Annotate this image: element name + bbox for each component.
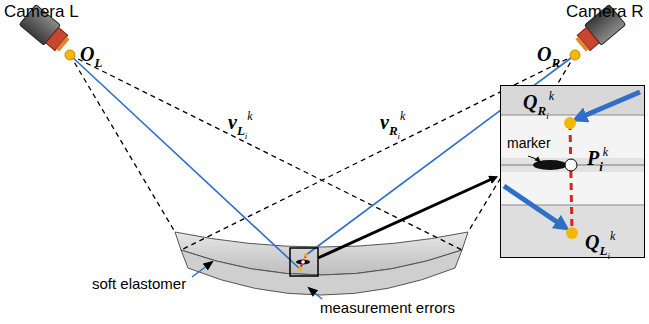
inset-box: QRikmarkerPikQLik xyxy=(500,85,645,258)
math-glyph: k xyxy=(603,145,608,159)
measured-point xyxy=(566,227,578,239)
leader-line xyxy=(309,288,322,299)
optical-center xyxy=(65,50,75,60)
math-glyph: v xyxy=(228,111,237,133)
math-glyph: k xyxy=(610,229,615,243)
ray-arrow xyxy=(504,186,563,226)
math-glyph: k xyxy=(247,109,252,123)
point-label: QRik xyxy=(523,92,554,112)
zoom-box xyxy=(290,248,318,276)
camera-lens xyxy=(577,27,599,50)
inset-ground xyxy=(500,85,645,257)
point xyxy=(304,253,308,257)
math-glyph: O xyxy=(537,43,551,65)
math-glyph: k xyxy=(400,109,405,123)
point xyxy=(301,260,305,264)
math-glyph: L xyxy=(94,55,102,70)
ray-label: vLik xyxy=(228,112,253,132)
math-glyph: i xyxy=(398,131,401,141)
ray-label: vRik xyxy=(380,112,405,132)
leader-line xyxy=(528,156,540,162)
math-glyph: i xyxy=(607,251,610,261)
marker-dot xyxy=(296,260,310,265)
band-edge xyxy=(500,114,645,115)
inset-illustration xyxy=(500,85,645,257)
optical-center-label: OL xyxy=(80,44,102,64)
band-edge xyxy=(500,204,645,205)
zoom-arrow xyxy=(318,178,494,258)
math-glyph: L xyxy=(237,123,245,138)
camera-lens xyxy=(46,27,68,50)
ray-arrow xyxy=(579,92,640,118)
math-glyph: Q xyxy=(585,231,599,253)
math-glyph: Q xyxy=(523,91,537,113)
camera-name: Camera R xyxy=(566,3,643,22)
optical-center-label: OR xyxy=(537,44,560,64)
part-label: measurement errors xyxy=(320,300,455,317)
point-label: Pik xyxy=(587,148,608,168)
math-glyph: P xyxy=(587,147,599,169)
math-glyph: O xyxy=(80,43,94,65)
leader-line xyxy=(192,262,212,277)
marker-point xyxy=(565,159,577,171)
part-label: marker xyxy=(507,136,551,151)
marker-dot xyxy=(533,160,567,170)
optical-center xyxy=(570,50,580,60)
math-glyph: v xyxy=(380,111,389,133)
ray-left xyxy=(70,55,300,269)
part-label: soft elastomer xyxy=(92,276,186,293)
error-line xyxy=(300,255,306,269)
camera-name: Camera L xyxy=(4,3,79,22)
math-glyph: i xyxy=(245,131,248,141)
math-glyph: R xyxy=(537,103,546,118)
math-glyph: i xyxy=(599,159,603,174)
error-line xyxy=(570,123,572,233)
math-glyph: k xyxy=(549,89,554,103)
band xyxy=(500,158,645,172)
camera-lens-front xyxy=(575,37,588,52)
point-label: QLik xyxy=(585,232,615,252)
math-glyph: i xyxy=(546,111,549,121)
math-glyph: R xyxy=(389,123,398,138)
math-glyph: L xyxy=(599,243,607,258)
point xyxy=(298,267,302,271)
camera-lens-front xyxy=(56,37,69,52)
math-glyph: R xyxy=(551,55,560,70)
measured-point xyxy=(564,117,576,129)
